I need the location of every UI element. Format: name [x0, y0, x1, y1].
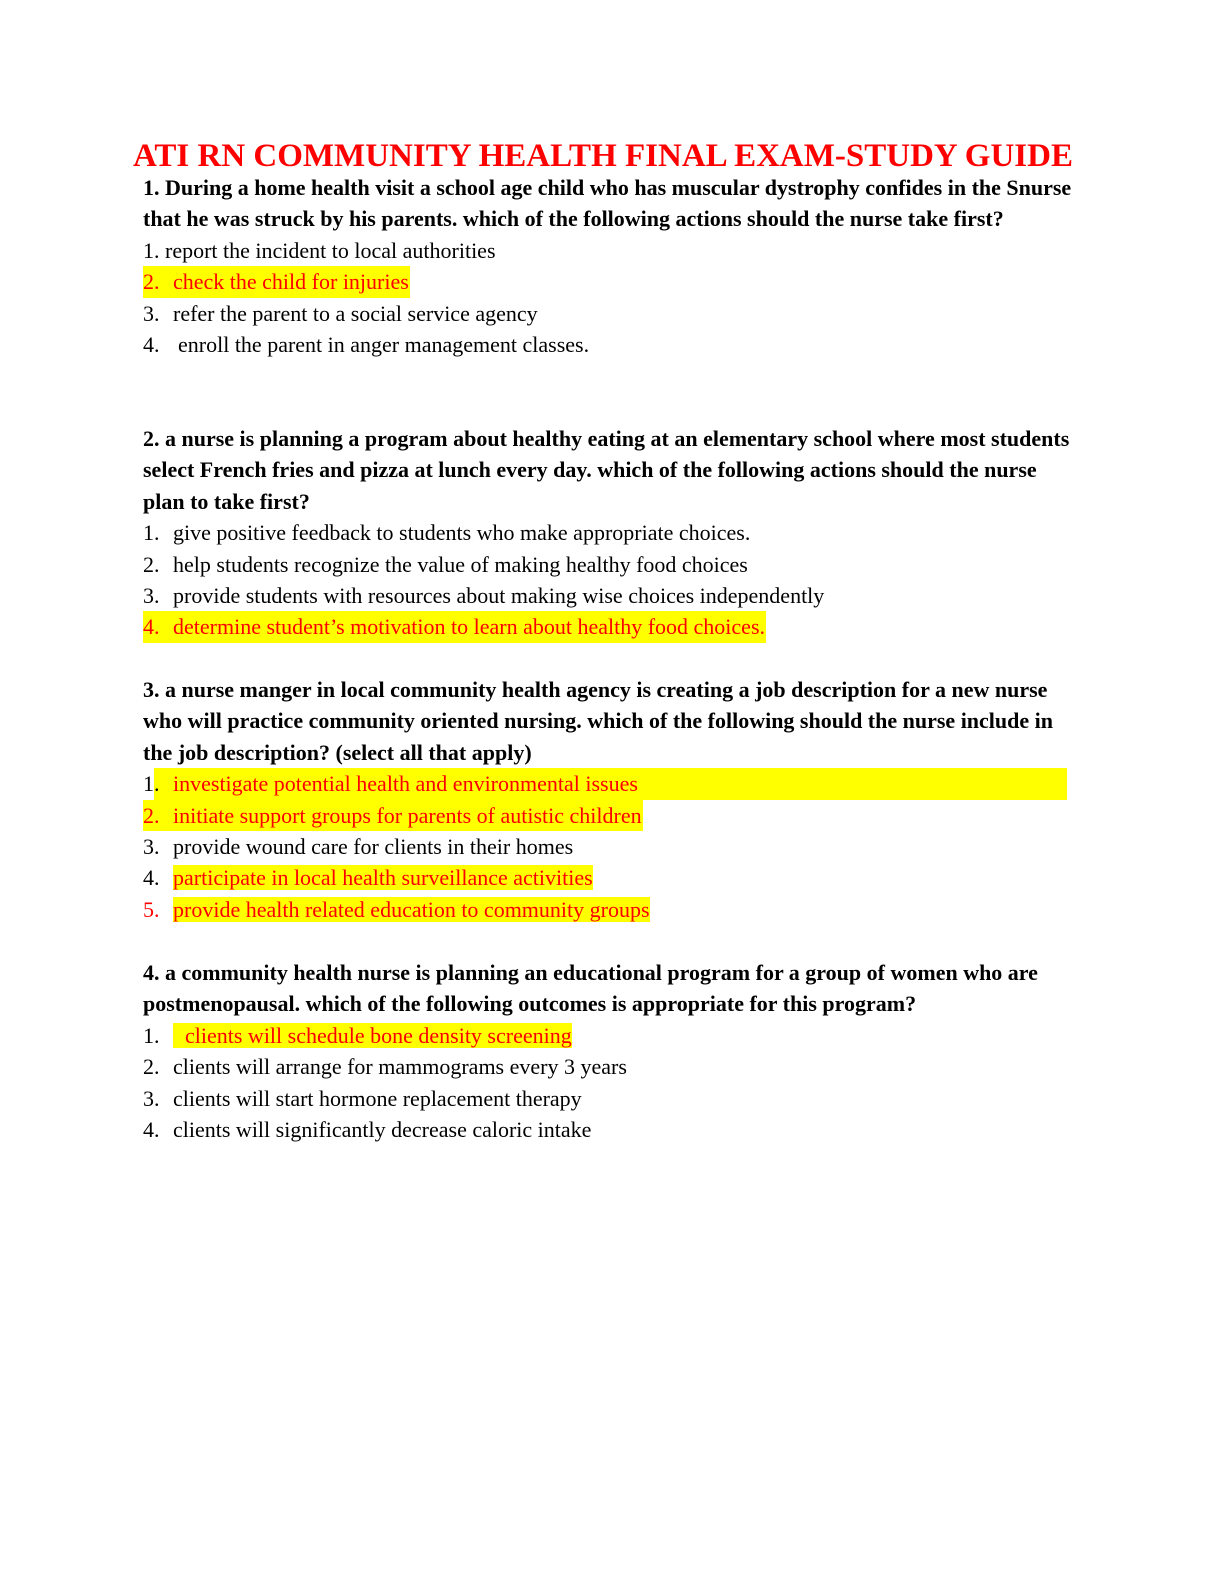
option-text: help students recognize the value of mak…	[173, 551, 748, 577]
correct-answer-option-text: participate in local health surveillance…	[173, 865, 593, 891]
option-number: 3.	[143, 300, 160, 326]
answer-option: 4. participate in local health surveillan…	[143, 862, 1083, 893]
option-number: 3.	[143, 1085, 160, 1111]
answer-option: 2. clients will arrange for mammograms ev…	[143, 1051, 1083, 1082]
option-text: determine student’s motivation to learn …	[173, 614, 766, 640]
answer-option-row: 2. check the child for injuries	[143, 266, 1083, 298]
document-title: ATI RN COMMUNITY HEALTH FINAL EXAM-STUDY…	[133, 138, 1073, 174]
option-text: clients will arrange for mammograms ever…	[173, 1054, 627, 1080]
option-number: 2.	[143, 1054, 160, 1080]
option-number: 1.	[143, 520, 160, 546]
question-4: 4. a community health nurse is planning …	[143, 957, 1083, 1145]
option-number: 1.	[143, 771, 160, 797]
question-text: 3. a nurse manger in local community hea…	[143, 677, 1054, 765]
answer-option: 3. clients will start hormone replacement…	[143, 1083, 1083, 1114]
answer-option: 3. provide students with resources about …	[143, 580, 1083, 611]
option-text: check the child for injuries	[173, 269, 409, 295]
question-3: 3. a nurse manger in local community hea…	[143, 674, 1083, 925]
option-text: provide students with resources about ma…	[173, 583, 825, 608]
question-text: 4. a community health nurse is planning …	[143, 960, 1038, 1017]
answer-option-row: 1. investigate potential health and envir…	[143, 768, 1083, 800]
correct-answer-option-text: provide health related education to comm…	[173, 896, 650, 922]
answer-option: 4. clients will significantly decrease ca…	[143, 1114, 1083, 1145]
option-number: 2.	[143, 269, 160, 295]
option-text: give positive feedback to students who m…	[173, 520, 751, 546]
question-text: 2. a nurse is planning a program about h…	[143, 426, 1070, 514]
answer-option-row: 4. determine student’s motivation to lear…	[143, 611, 1083, 643]
correct-answer-option: 2. initiate support groups for parents of…	[143, 799, 643, 831]
question-1: 1. During a home health visit a school a…	[143, 172, 1083, 360]
correct-answer-option: 1. investigate potential health and envir…	[143, 768, 1067, 800]
option-text: refer the parent to a social service age…	[173, 300, 538, 326]
option-text: provide wound care for clients in their …	[173, 834, 574, 859]
option-text: clients will significantly decrease calo…	[173, 1116, 592, 1142]
option-number: 4.	[143, 865, 160, 891]
correct-answer-option: 2. check the child for injuries	[143, 266, 410, 298]
answer-option: 5. provide health related education to co…	[143, 894, 1083, 925]
option-number: 4.	[143, 331, 160, 357]
answer-option: 4. enroll the parent in anger management …	[143, 329, 1083, 360]
option-number: 4.	[143, 1116, 160, 1142]
option-number: 2.	[143, 802, 160, 828]
option-number: 1.	[143, 237, 160, 263]
answer-option: 2. help students recognize the value of m…	[143, 549, 1083, 580]
option-text: enroll the parent in anger management cl…	[178, 331, 590, 357]
option-text: report the incident to local authorities	[165, 237, 496, 263]
option-number: 3.	[143, 834, 160, 859]
option-number: 3.	[143, 583, 160, 608]
option-number: 1.	[143, 1022, 160, 1048]
option-number: 2.	[143, 551, 160, 577]
question-text: 1. During a home health visit a school a…	[143, 175, 1072, 232]
correct-answer-option-text: clients will schedule bone density scree…	[173, 1022, 572, 1048]
answer-option: 1. report the incident to local authorit…	[143, 235, 1083, 266]
option-text: initiate support groups for parents of a…	[173, 802, 642, 828]
correct-answer-option: 4. determine student’s motivation to lear…	[143, 611, 767, 643]
answer-option: 1. give positive feedback to students who…	[143, 517, 1083, 548]
option-number: 5.	[143, 896, 160, 922]
answer-option: 1. clients will schedule bone density scr…	[143, 1020, 1083, 1051]
option-text: clients will start hormone replacement t…	[173, 1085, 582, 1111]
option-text: investigate potential health and environ…	[173, 771, 638, 797]
answer-option: 3. provide wound care for clients in thei…	[143, 831, 1083, 862]
option-number: 4.	[143, 614, 160, 640]
answer-option-row: 2. initiate support groups for parents of…	[143, 799, 1083, 831]
answer-option: 3. refer the parent to a social service a…	[143, 298, 1083, 329]
question-2: 2. a nurse is planning a program about h…	[143, 423, 1083, 643]
